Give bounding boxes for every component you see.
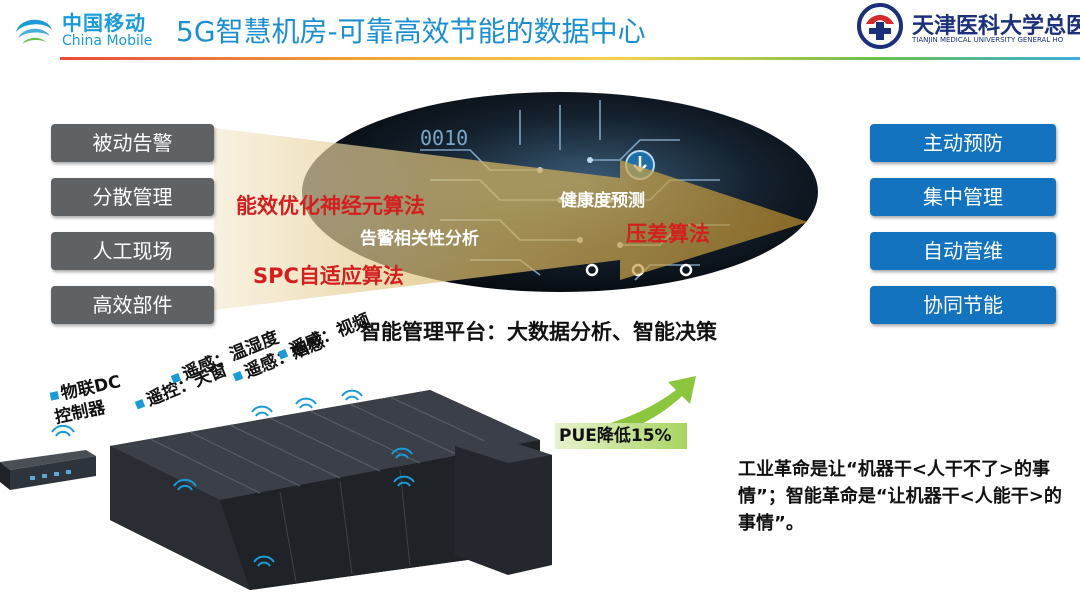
server-rack-icon	[110, 390, 552, 590]
hospital-logo-icon	[857, 3, 903, 49]
header-divider	[60, 57, 1080, 60]
after-item-central-mgmt: 集中管理	[870, 178, 1056, 216]
algo-neural: 能效优化神经元算法	[236, 194, 425, 218]
platform-caption: 智能管理平台：大数据分析、智能决策	[360, 320, 717, 344]
after-item-auto-ops: 自动营维	[870, 232, 1056, 270]
partner-name-cn: 天津医科大学总医	[912, 14, 1080, 39]
before-item-scattered-mgmt: 分散管理	[51, 178, 214, 216]
transformation-diagram: 0010 被动告警 分散管理 人工现场 高效部件 主动预防 集中管理 自动营维 …	[0, 60, 1080, 350]
page-title: 5G智慧机房-可靠高效节能的数据中心	[176, 15, 646, 48]
algo-alarm-correlation: 告警相关性分析	[360, 229, 479, 249]
algo-spc: SPC自适应算法	[253, 264, 404, 288]
circuit-board-icon: 0010	[214, 92, 818, 310]
circuit-digits: 0010	[420, 126, 468, 150]
partner-name-en: TIANJIN MEDICAL UNIVERSITY GENERAL HO	[912, 36, 1064, 44]
dc-controller-icon	[0, 450, 96, 490]
algo-pressure: 压差算法	[626, 222, 710, 246]
wifi-icon	[51, 389, 415, 567]
datacenter-illustration	[0, 376, 696, 590]
after-item-active-prevention: 主动预防	[870, 124, 1056, 162]
before-item-efficient-parts: 高效部件	[51, 286, 214, 324]
china-mobile-logo-icon	[16, 19, 52, 44]
brand-name-en: China Mobile	[62, 33, 153, 49]
pue-reduction-label: PUE降低15%	[555, 423, 687, 449]
before-item-passive-alarm: 被动告警	[51, 124, 214, 162]
before-item-manual-onsite: 人工现场	[51, 232, 214, 270]
brand-name-cn: 中国移动	[62, 11, 146, 35]
quote-text: 工业革命是让“机器干<人干不了>的事情”；智能革命是“让机器干<人能干>的事情”…	[738, 459, 1062, 534]
after-item-energy-saving: 协同节能	[870, 286, 1056, 324]
algo-health-prediction: 健康度预测	[560, 191, 645, 211]
slide-header: 中国移动 China Mobile 5G智慧机房-可靠高效节能的数据中心 天津医…	[0, 0, 1080, 60]
